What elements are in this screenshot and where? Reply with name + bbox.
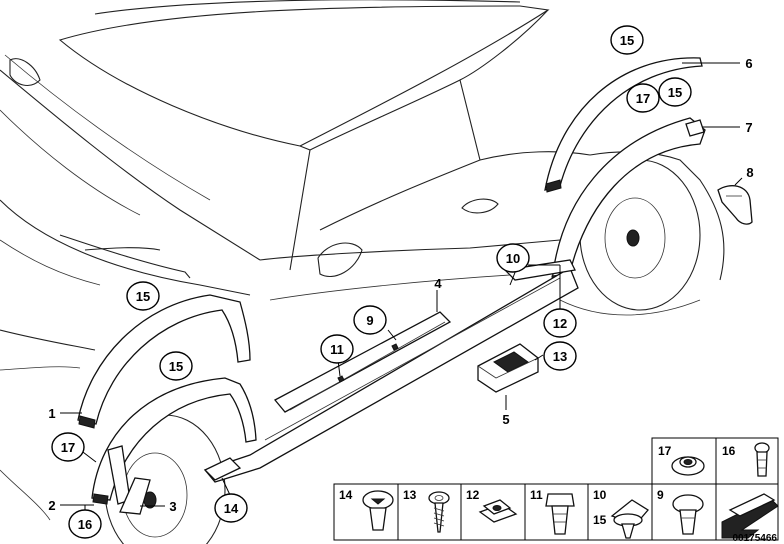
callout-12: 12	[543, 308, 577, 338]
callout-6: 6	[745, 56, 752, 71]
svg-text:14: 14	[224, 501, 239, 516]
callout-10: 10	[496, 243, 530, 273]
svg-text:13: 13	[553, 349, 567, 364]
plastic-clip-icon	[362, 490, 394, 531]
table-label-9: 9	[657, 488, 664, 502]
svg-text:10: 10	[506, 251, 520, 266]
svg-text:16: 16	[78, 517, 92, 532]
front-arch-moulding	[91, 377, 257, 505]
rear-wheel-arch-trim	[544, 57, 703, 193]
table-label-14: 14	[339, 488, 353, 502]
callout-5: 5	[502, 412, 509, 427]
callout-4: 4	[434, 276, 442, 291]
callout-16: 16	[68, 509, 102, 539]
callout-1: 1	[48, 406, 55, 421]
table-label-15: 15	[593, 513, 607, 527]
svg-text:12: 12	[553, 316, 567, 331]
callout-3: 3	[169, 499, 176, 514]
svg-text:17: 17	[61, 440, 75, 455]
table-label-10: 10	[593, 488, 607, 502]
table-label-16: 16	[722, 444, 736, 458]
callout-2: 2	[48, 498, 55, 513]
callout-17-rear: 17	[626, 83, 660, 113]
callout-15-top-right: 15	[610, 25, 644, 55]
svg-text:11: 11	[330, 342, 344, 357]
callout-15-front-upper: 15	[126, 281, 160, 311]
push-rivet-icon	[754, 442, 770, 477]
leader-lines	[60, 62, 743, 512]
svg-text:17: 17	[636, 91, 650, 106]
car-body-outline	[0, 0, 725, 521]
sleeve-clip-icon	[545, 493, 575, 535]
svg-text:15: 15	[620, 33, 634, 48]
svg-text:15: 15	[668, 85, 682, 100]
callout-15-rear: 15	[658, 77, 692, 107]
spreader-clip-icon	[610, 499, 649, 539]
fastener-table: 17 16 14 13 12 11 10 15 9	[333, 437, 779, 544]
front-wheel-arch-trim	[77, 294, 251, 429]
callout-17-front: 17	[51, 432, 85, 462]
table-label-17: 17	[658, 444, 672, 458]
callout-7: 7	[745, 120, 752, 135]
adhesive-pad-icon	[721, 493, 779, 539]
svg-text:15: 15	[136, 289, 150, 304]
screw-icon	[428, 491, 450, 533]
diagram-id: 00175466	[733, 533, 778, 544]
table-label-12: 12	[466, 488, 480, 502]
sill-clip-nut	[477, 343, 539, 393]
table-label-11: 11	[530, 488, 543, 502]
callout-15-front-lower: 15	[159, 351, 193, 381]
callout-9: 9	[353, 305, 387, 335]
svg-text:9: 9	[366, 313, 373, 328]
side-sill-cover	[203, 259, 579, 483]
rear-end-cap	[717, 185, 753, 225]
callout-13: 13	[543, 341, 577, 371]
svg-text:15: 15	[169, 359, 183, 374]
expanding-rivet-icon	[672, 494, 704, 535]
grommet-icon	[671, 456, 705, 476]
callout-8: 8	[746, 165, 753, 180]
spring-nut-icon	[478, 499, 518, 523]
arch-seal-strip	[107, 445, 151, 515]
table-label-13: 13	[403, 488, 417, 502]
callout-14: 14	[214, 493, 248, 523]
callout-11: 11	[320, 334, 354, 364]
